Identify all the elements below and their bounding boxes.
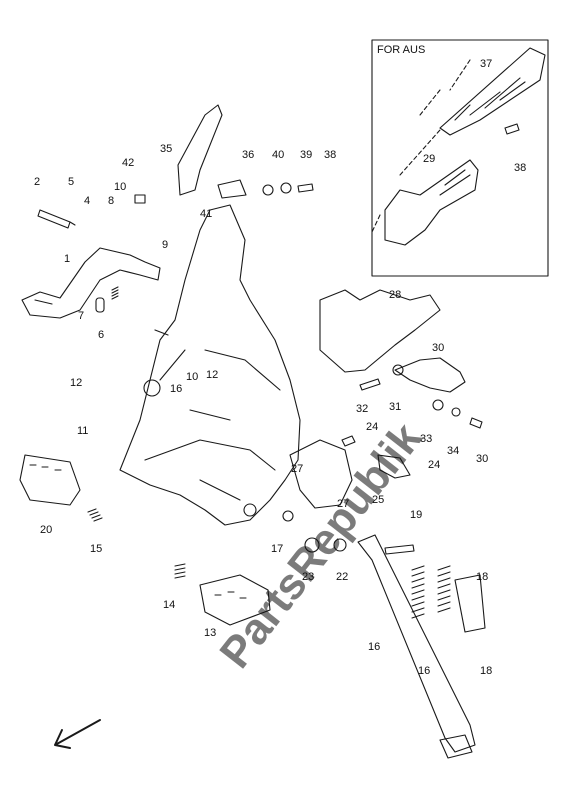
watermark: PartsRepublik [211, 414, 432, 678]
left-footrest [19, 454, 81, 506]
pin-37 [297, 183, 314, 193]
footrest-bracket-28 [319, 289, 441, 373]
callout: 14 [163, 599, 175, 611]
callout: 1 [64, 253, 70, 265]
callout: 20 [40, 524, 52, 536]
frame-boss [143, 379, 161, 397]
callout: 24 [366, 421, 378, 433]
bolt-41 [134, 194, 146, 204]
pivot-bolt [37, 209, 76, 229]
side-stand-foot [439, 734, 473, 759]
callout: 12 [206, 369, 218, 381]
callout: 23 [302, 571, 314, 583]
callout: 16 [368, 641, 380, 653]
inset-part-28 [384, 159, 479, 246]
callout: 16 [418, 665, 430, 677]
callout: 24 [428, 459, 440, 471]
callout: 41 [200, 208, 212, 220]
callout: 42 [122, 157, 134, 169]
frame-hole [243, 503, 257, 517]
part-21 [377, 454, 411, 479]
nut-25 [304, 537, 320, 553]
callout: 10 [114, 181, 126, 193]
callout: 29 [423, 153, 435, 165]
frame-detail [144, 329, 281, 501]
callout: 40 [272, 149, 284, 161]
washer-16 [282, 510, 294, 522]
lower-footrest [199, 574, 271, 626]
callout: 38 [324, 149, 336, 161]
callout: 36 [242, 149, 254, 161]
inset-bolt-43 [504, 123, 520, 135]
inset-part-42 [439, 47, 546, 136]
callout: 30 [476, 453, 488, 465]
washer-38 [280, 182, 292, 194]
callout: 19 [410, 509, 422, 521]
callout: 15 [90, 543, 102, 555]
callout: 32 [356, 403, 368, 415]
washer-33 [392, 364, 404, 376]
spring-15 [87, 508, 103, 522]
footrest-36 [217, 179, 247, 199]
callout: 10 [186, 371, 198, 383]
inset-leaders [371, 59, 471, 233]
callout: 31 [389, 401, 401, 413]
callout: 33 [420, 433, 432, 445]
part-26 [341, 435, 356, 447]
callout: 12 [70, 377, 82, 389]
footrest-29 [394, 357, 466, 393]
washer-31 [451, 407, 461, 417]
rod-20 [454, 574, 486, 633]
bolt-34 [359, 378, 381, 391]
brake-pedal [21, 247, 161, 319]
callout: 18 [480, 665, 492, 677]
callout: 37 [480, 58, 492, 70]
callout: 8 [108, 195, 114, 207]
callout: 27 [291, 463, 303, 475]
callout: 28 [389, 289, 401, 301]
callout: 25 [372, 494, 384, 506]
callout-layer: FOR AUS 37 38 29 35 36 40 39 38 42 2 5 1… [34, 44, 526, 677]
inset-label: FOR AUS [377, 44, 425, 56]
front-arrow [54, 719, 101, 749]
callout: 7 [78, 310, 84, 322]
callout: 27 [337, 498, 349, 510]
footrest-35 [177, 104, 223, 196]
callout: 22 [336, 571, 348, 583]
callout: 17 [271, 543, 283, 555]
callout: 6 [98, 329, 104, 341]
frame [119, 204, 301, 526]
callout: 11 [77, 425, 88, 437]
washer-39 [262, 184, 274, 196]
callout: 2 [34, 176, 40, 188]
spring-18 [411, 565, 425, 619]
stand-bracket [289, 439, 353, 509]
callout: 18 [476, 571, 488, 583]
callout: 30 [432, 342, 444, 354]
pin-6 [95, 297, 105, 313]
spring-14 [174, 563, 186, 579]
bolt-22 [384, 544, 415, 555]
callout: 39 [300, 149, 312, 161]
side-stand [357, 534, 476, 753]
callout: 34 [447, 445, 459, 457]
washer-32 [432, 399, 444, 411]
callout: 13 [204, 627, 216, 639]
callout: 38 [514, 162, 526, 174]
spring-19 [437, 565, 451, 613]
callout: 35 [160, 143, 172, 155]
inset-box [371, 39, 549, 277]
callout: 4 [84, 195, 90, 207]
spring-5 [111, 286, 119, 300]
washer-24 [333, 538, 347, 552]
pin-30 [469, 417, 483, 429]
callout: 9 [162, 239, 168, 251]
callout: 5 [68, 176, 74, 188]
callout: 16 [170, 383, 182, 395]
